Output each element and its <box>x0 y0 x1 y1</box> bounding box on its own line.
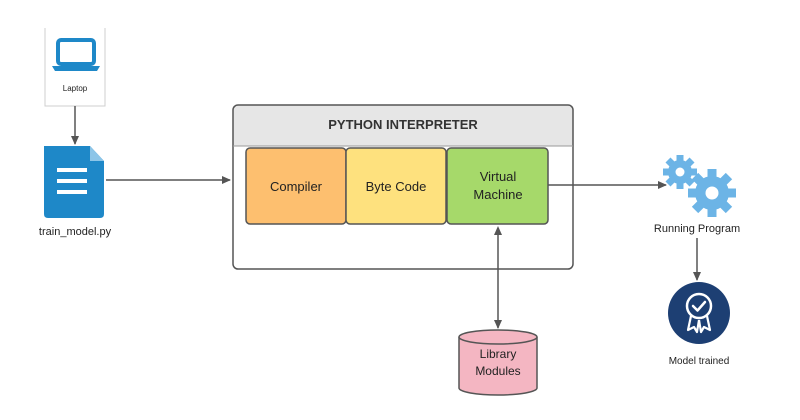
stage-byte-code <box>345 147 447 225</box>
stage-virtual-machine-label: Virtual Machine <box>473 169 523 202</box>
database-icon <box>458 329 538 396</box>
stage-virtual-machine <box>446 147 549 225</box>
running-label: Running Program <box>653 223 741 235</box>
file-label: train_model.py <box>38 226 112 238</box>
library-label: Library Modules <box>475 347 521 378</box>
large-gear-icon <box>688 169 736 217</box>
laptop-node <box>44 28 106 107</box>
award-badge-icon <box>668 282 730 344</box>
interpreter-border <box>232 104 574 270</box>
small-gear-icon <box>663 155 697 189</box>
document-icon <box>44 146 104 218</box>
result-label: Model trained <box>668 356 730 367</box>
stage-compiler-label: Compiler <box>269 178 322 194</box>
interpreter-box <box>232 104 574 270</box>
interpreter-title: PYTHON INTERPRETER <box>328 117 478 132</box>
laptop-icon <box>52 38 100 71</box>
stage-byte-code-label: Byte Code <box>365 178 427 194</box>
gears-icon <box>663 155 736 217</box>
laptop-label: Laptop <box>62 84 88 93</box>
interpreter-header <box>233 105 573 146</box>
